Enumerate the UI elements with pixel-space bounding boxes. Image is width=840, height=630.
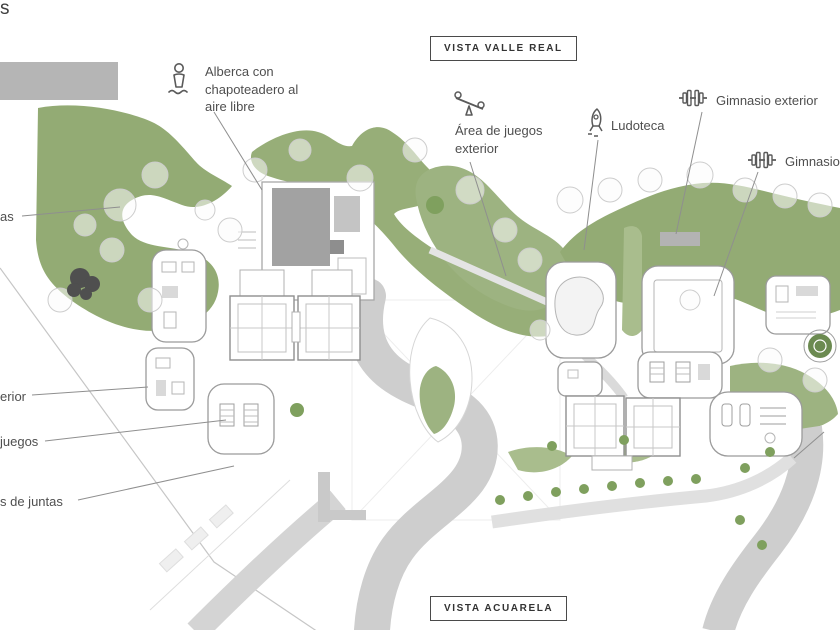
label-left-partial-1: as — [0, 209, 14, 224]
vista-acuarela-label: VISTA ACUARELA — [430, 596, 568, 621]
dumbbell-icon-2 — [748, 151, 776, 169]
sculpture-tree — [67, 268, 100, 300]
circular-garden — [803, 329, 837, 363]
label-left-partial-3: juegos — [0, 434, 39, 449]
building-gimnasio — [641, 232, 735, 365]
label-left-partial-2: erior — [0, 389, 27, 404]
wall-structures — [318, 472, 366, 522]
swimmer-icon — [168, 63, 188, 95]
label-alberca: Alberca con chapoteadero al aire libre — [205, 64, 299, 115]
page-title-partial: s — [0, 0, 10, 19]
building-gym-exterior — [709, 391, 803, 457]
seesaw-icon — [454, 91, 485, 116]
leaf-island — [409, 317, 473, 443]
site-boundary — [0, 267, 317, 630]
building-left-3 — [207, 383, 275, 455]
label-gimnasio-exterior: Gimnasio exterior — [716, 93, 818, 108]
building-far-right — [765, 275, 831, 335]
label-left-partial-4: s de juntas — [0, 494, 63, 509]
label-ludoteca: Ludoteca — [611, 118, 665, 133]
trees-green — [290, 196, 775, 550]
building-towers-center — [229, 269, 361, 361]
building-left-1 — [151, 238, 207, 343]
rocket-icon — [588, 108, 603, 137]
legend-swatch — [0, 62, 118, 100]
building-right-low — [637, 351, 723, 399]
building-pool — [545, 261, 617, 397]
buildings — [145, 181, 837, 522]
building-left-2 — [145, 347, 195, 411]
building-towers-bottom — [565, 395, 681, 471]
vista-valle-real-label: VISTA VALLE REAL — [430, 36, 577, 61]
label-gimnasio: Gimnasio — [785, 154, 840, 169]
trees-outline — [47, 137, 833, 393]
leader-lines — [21, 111, 825, 501]
dumbbell-icon — [679, 89, 707, 107]
label-area-juegos: Área de juegos exterior — [455, 123, 543, 156]
